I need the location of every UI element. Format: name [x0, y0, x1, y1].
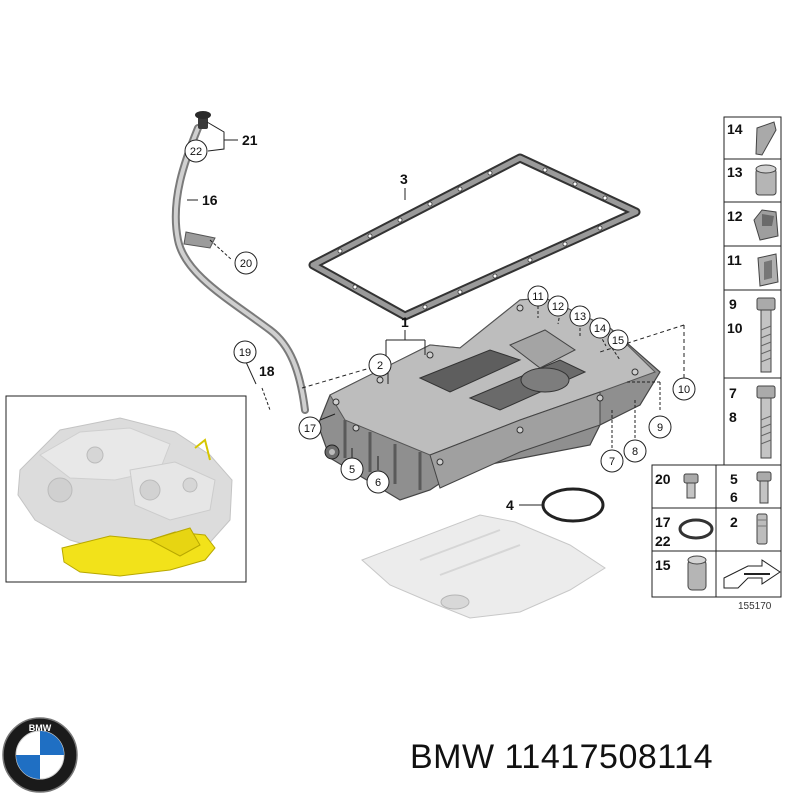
callout-9: 9: [648, 415, 672, 439]
svg-text:BMW: BMW: [29, 723, 52, 733]
legend-22: 22: [655, 533, 671, 549]
figure-number: 155170: [738, 601, 772, 612]
thumb-12-icon: [753, 209, 779, 241]
bolt-20-icon: [683, 473, 699, 499]
svg-text:10: 10: [678, 384, 690, 396]
callout-12: 12: [547, 295, 569, 317]
bolt-9-10-icon: [756, 297, 776, 373]
callout-markers: 22 20 11 12 13 14 15 2 19 10 9 17 8 5 7 …: [184, 139, 696, 494]
legend-20: 20: [655, 471, 671, 487]
label-1: 1: [401, 314, 409, 330]
svg-text:20: 20: [240, 258, 252, 270]
legend-5: 5: [730, 471, 738, 487]
legend-8: 8: [729, 409, 737, 425]
bolt-7-8-icon: [756, 385, 776, 459]
callout-13: 13: [569, 305, 591, 327]
svg-text:11: 11: [532, 291, 543, 303]
callout-11: 11: [527, 285, 549, 307]
bmw-logo: BMW: [2, 717, 78, 793]
dipstick-tube: [171, 111, 309, 414]
svg-text:2: 2: [377, 360, 383, 372]
svg-text:19: 19: [239, 347, 251, 359]
oil-pan-housing: [317, 297, 661, 501]
callout-2: 2: [368, 353, 392, 377]
pin-2-icon: [756, 513, 768, 545]
callout-8: 8: [623, 439, 647, 463]
arrow-reference-icon: [723, 559, 781, 589]
o-ring-part: [541, 487, 605, 523]
thumb-13-icon: [755, 164, 777, 196]
sleeve-15-icon: [687, 555, 707, 591]
svg-text:22: 22: [190, 146, 202, 158]
plain-labels: 21 16 3 1 18 4: [202, 132, 514, 513]
engine-inset: [5, 395, 247, 583]
svg-text:6: 6: [375, 477, 381, 489]
callout-14: 14: [589, 317, 611, 339]
callout-19: 19: [233, 340, 257, 364]
leader-lines: [187, 121, 685, 506]
callout-6: 6: [366, 470, 390, 494]
callout-17: 17: [298, 416, 322, 440]
label-3: 3: [400, 171, 408, 187]
svg-text:17: 17: [304, 423, 316, 435]
svg-text:5: 5: [349, 464, 355, 476]
svg-text:8: 8: [632, 446, 638, 458]
svg-text:12: 12: [552, 301, 564, 313]
callout-15: 15: [607, 329, 629, 351]
engine-block-illustration: [17, 417, 233, 557]
legend-12: 12: [727, 208, 743, 224]
dipstick-handle: [195, 111, 211, 129]
svg-text:14: 14: [594, 323, 606, 335]
lower-cover-plate: [361, 514, 606, 619]
callout-7: 7: [600, 449, 624, 473]
svg-text:15: 15: [612, 335, 624, 347]
svg-text:7: 7: [609, 456, 615, 468]
svg-text:13: 13: [574, 311, 586, 323]
ring-17-22-icon: [678, 518, 714, 540]
callout-5: 5: [340, 457, 364, 481]
callout-22: 22: [184, 139, 208, 163]
legend-17: 17: [655, 514, 671, 530]
legend-11: 11: [727, 252, 742, 268]
legend-13: 13: [727, 164, 743, 180]
svg-text:9: 9: [657, 422, 663, 434]
callout-10: 10: [672, 377, 696, 401]
brand-part-number: BMW 11417508114: [410, 738, 713, 776]
legend-15: 15: [655, 557, 671, 573]
label-16: 16: [202, 192, 218, 208]
legend-14: 14: [727, 121, 743, 137]
label-18: 18: [259, 363, 275, 379]
label-21: 21: [242, 132, 258, 148]
thumb-14-icon: [755, 121, 777, 156]
legend-6: 6: [730, 489, 738, 505]
legend-7: 7: [729, 385, 737, 401]
highlighted-oil-pan: [61, 438, 216, 577]
legend-10: 10: [727, 320, 743, 336]
label-4: 4: [506, 497, 514, 513]
oil-pan-gasket: [308, 153, 641, 321]
parts-legend: 14 13 12 11 9 10 7 8 20 5 6 17 22 2 15: [651, 116, 782, 612]
bolt-5-6-icon: [756, 471, 772, 504]
callout-20: 20: [234, 251, 258, 275]
thumb-11-icon: [757, 253, 779, 287]
legend-2: 2: [730, 514, 738, 530]
legend-9: 9: [729, 296, 737, 312]
